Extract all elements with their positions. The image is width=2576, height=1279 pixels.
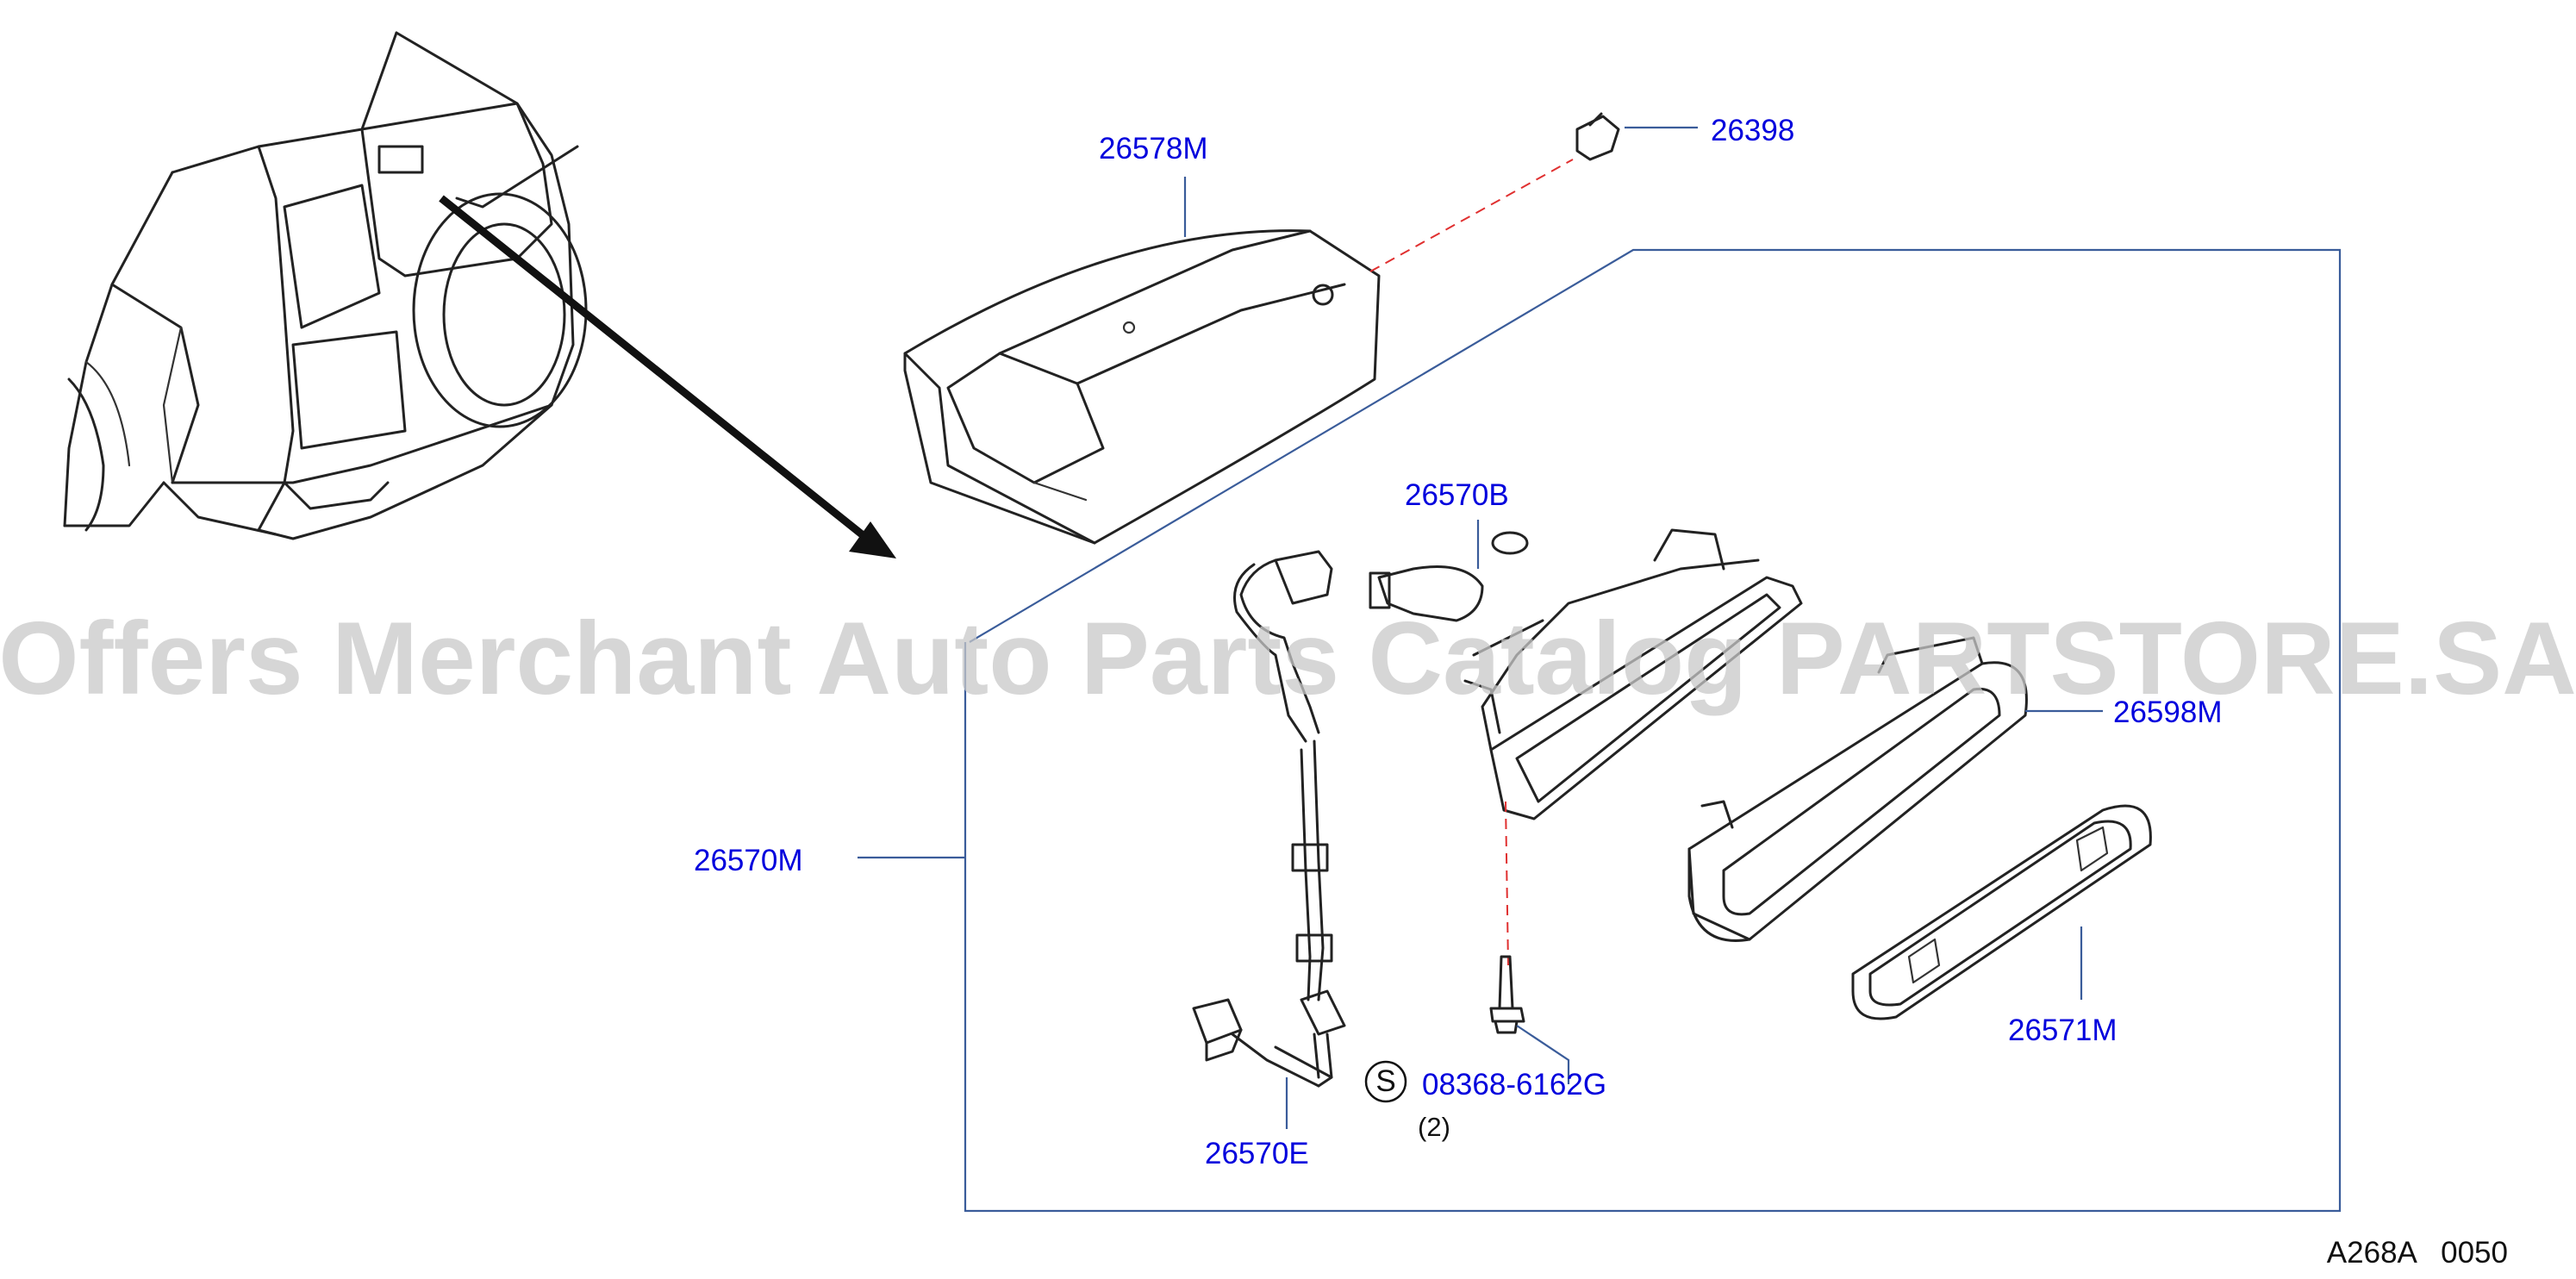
label-26570E: 26570E (1205, 1137, 1309, 1170)
clip-26398 (1575, 112, 1620, 161)
label-26571M: 26571M (2008, 1014, 2117, 1047)
label-26398: 26398 (1711, 114, 1794, 147)
reference-code: A268A 0050 (2327, 1236, 2508, 1270)
assembly-frame (964, 248, 2342, 1213)
vehicle-rear-illustration (63, 31, 588, 540)
watermark: Offers Merchant Auto Parts Catalog PARTS… (0, 601, 2576, 716)
leader-lines (858, 126, 2103, 1129)
lamp-housing (1463, 528, 1803, 820)
quantity-label: (2) (1418, 1112, 1450, 1142)
label-26570M: 26570M (694, 844, 802, 877)
screw-08368-6162G (1489, 955, 1525, 1034)
washer (1491, 531, 1529, 555)
dashed-leader-clip (1369, 159, 1574, 272)
label-26598M: 26598M (2113, 696, 2222, 729)
bulb-26570B (1369, 565, 1484, 622)
dashed-leader-screw (1505, 801, 1509, 966)
lens-26598M (1687, 636, 2028, 942)
label-26570B: 26570B (1405, 478, 1509, 512)
location-arrow (439, 195, 896, 558)
lens-cover-26571M (1851, 804, 2152, 1020)
label-08368-6162G: 08368-6162G (1422, 1068, 1606, 1101)
standard-part-circle (1364, 1060, 1407, 1103)
cover-26578M (903, 229, 1381, 545)
label-26578M: 26578M (1099, 132, 1207, 165)
harness-26570E (1192, 550, 1346, 1088)
standard-part-mark: S (1375, 1064, 1395, 1098)
